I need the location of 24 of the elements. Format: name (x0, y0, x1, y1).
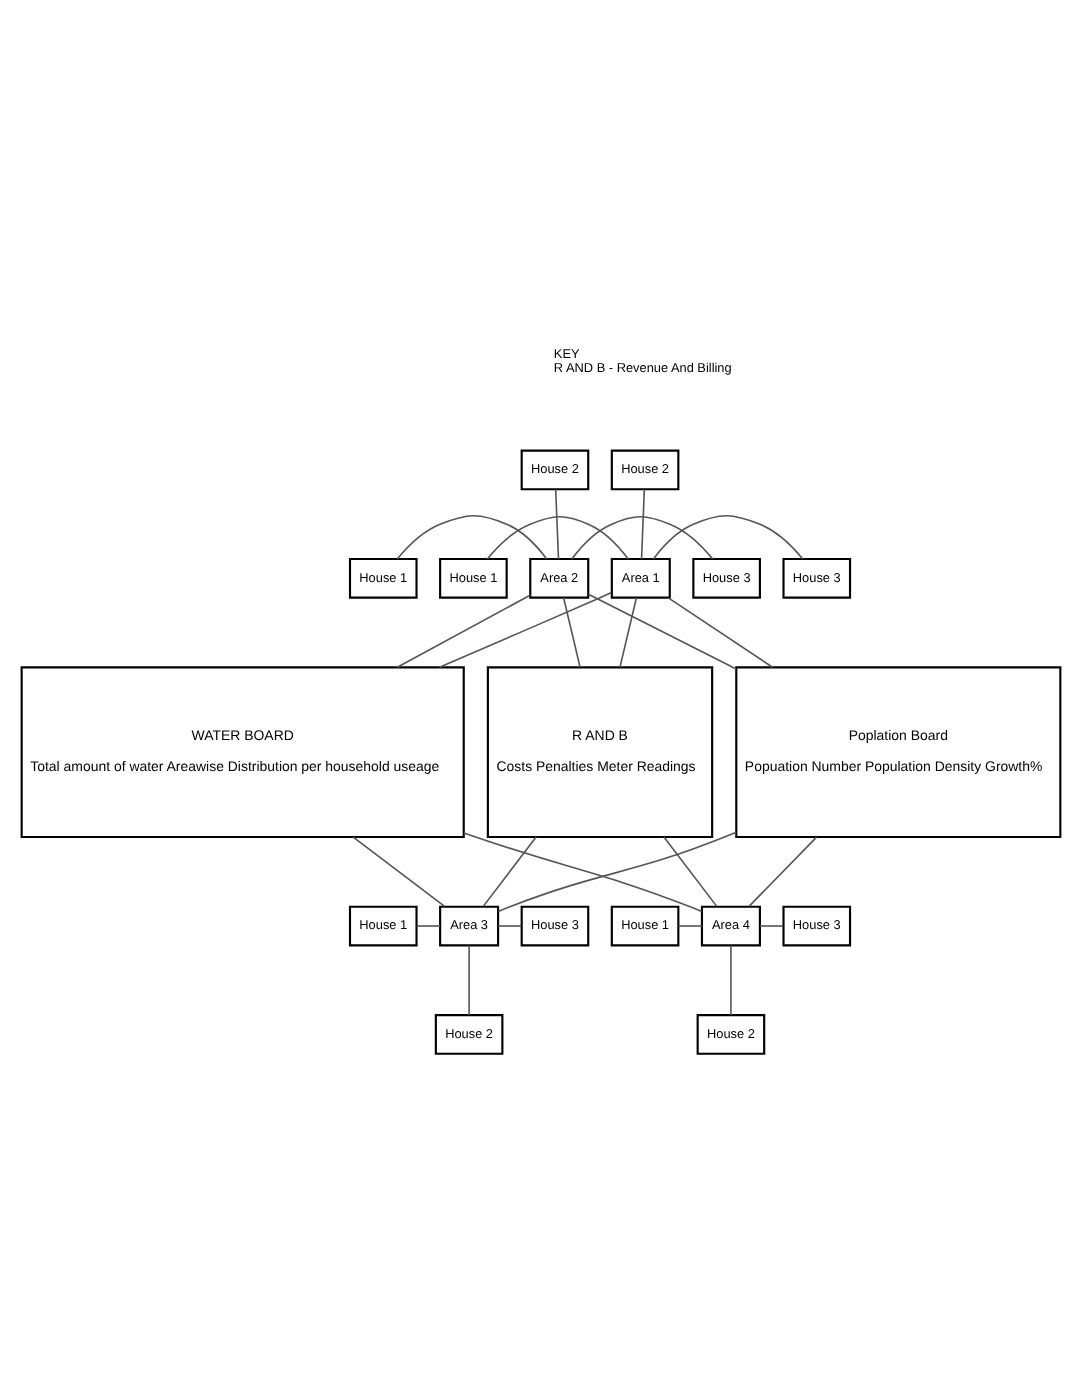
connector (587, 593, 737, 670)
connector (667, 597, 774, 669)
connector (640, 488, 646, 560)
connector (486, 516, 629, 560)
connector (438, 591, 613, 669)
connector (571, 516, 714, 560)
connector (730, 944, 732, 1016)
connector (497, 925, 523, 927)
connector (554, 488, 560, 560)
connector (463, 832, 703, 913)
connector (562, 597, 581, 669)
connector (396, 514, 548, 560)
connector (677, 925, 703, 927)
connector (416, 925, 441, 927)
connector (759, 925, 784, 927)
connector (482, 836, 537, 908)
connector (352, 836, 446, 908)
connector (497, 831, 738, 913)
connector (468, 944, 470, 1016)
connector (652, 514, 804, 560)
connector (663, 836, 718, 908)
connector (748, 836, 818, 908)
connector (619, 597, 638, 669)
connector (396, 594, 531, 669)
